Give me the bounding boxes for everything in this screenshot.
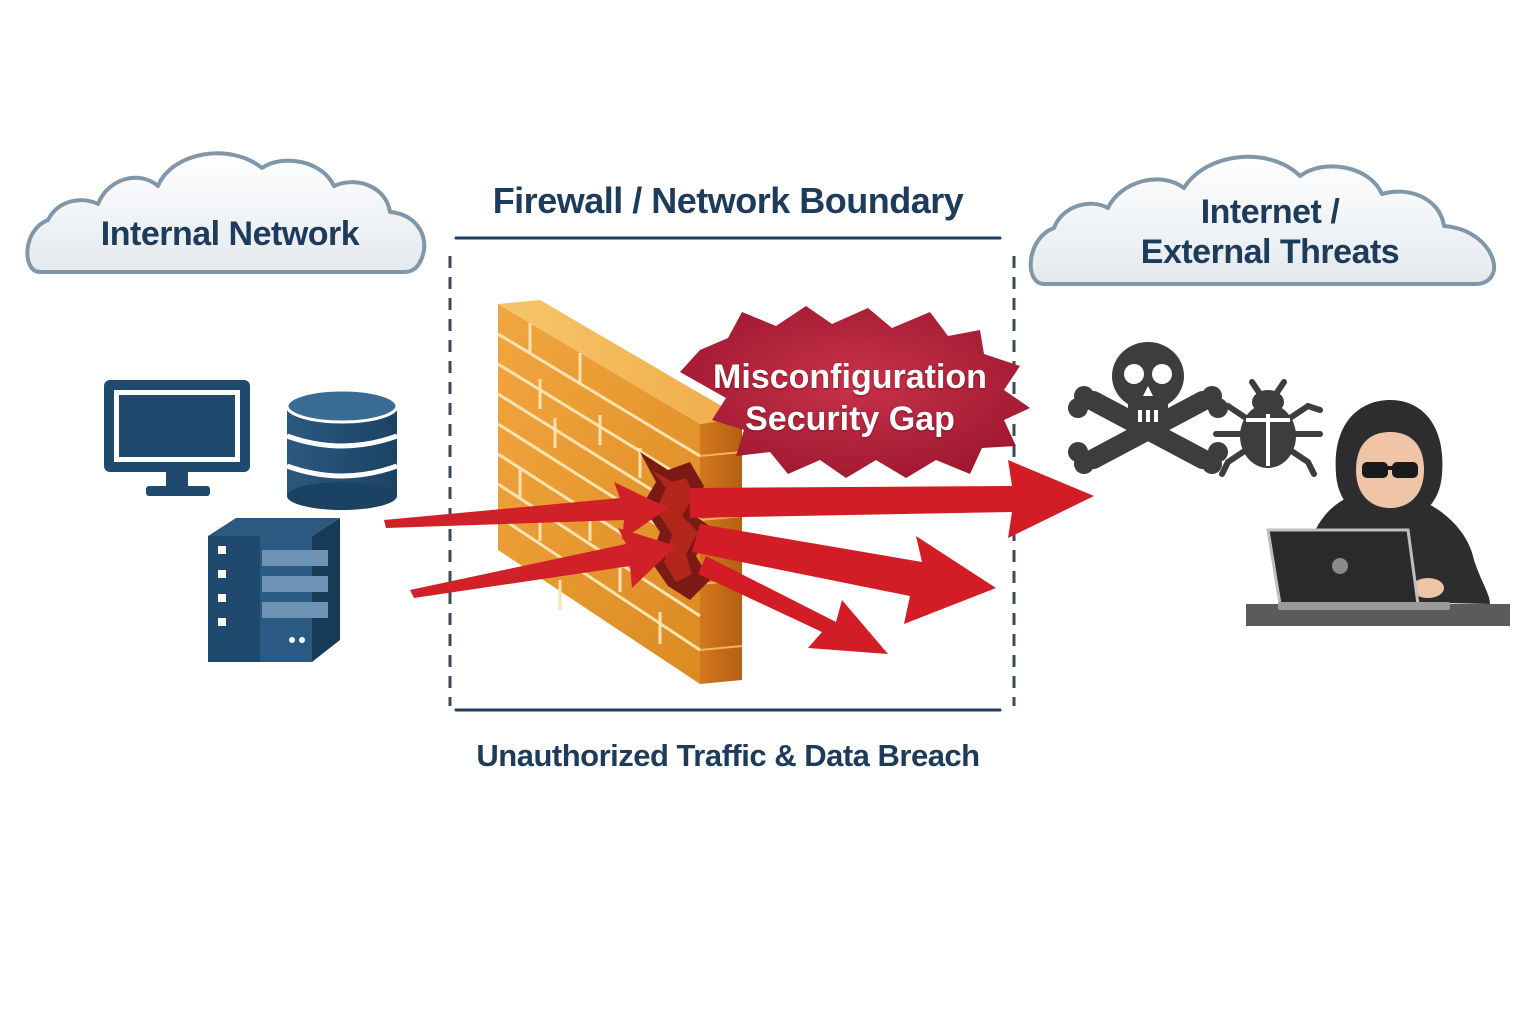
inbound-arrow-upper <box>384 482 668 540</box>
external-threats-line2: External Threats <box>1140 233 1400 271</box>
breach-arrows <box>384 460 1094 654</box>
bug-icon <box>1213 379 1323 477</box>
internal-network-label: Internal Network <box>60 214 400 254</box>
misconfiguration-alert-label: Misconfiguration Security Gap <box>700 356 1000 440</box>
misconfiguration-alert-burst <box>680 306 1030 478</box>
external-threats-cloud <box>1028 154 1497 286</box>
alert-line2: Security Gap <box>745 400 955 438</box>
network-boundary-frame <box>448 236 1016 712</box>
outbound-arrow-middle <box>692 524 996 624</box>
database-icon <box>285 388 399 510</box>
breach-caption: Unauthorized Traffic & Data Breach <box>476 738 980 773</box>
alert-line1: Misconfiguration <box>713 358 987 396</box>
internal-network-cloud <box>25 151 427 274</box>
outbound-arrow-bottom <box>698 556 888 654</box>
hacker-icon <box>1246 400 1510 626</box>
inbound-arrow-lower <box>410 528 676 598</box>
skull-crossbones-icon <box>1068 342 1228 474</box>
outbound-arrow-top <box>690 460 1094 538</box>
internal-network-text: Internal Network <box>100 215 360 253</box>
external-threats-line1: Internet / <box>1200 193 1340 231</box>
external-threats-label: Internet / External Threats <box>1070 192 1470 272</box>
monitor-icon <box>104 380 250 496</box>
firewall-heading: Firewall / Network Boundary <box>492 180 964 221</box>
server-icon <box>208 518 340 662</box>
